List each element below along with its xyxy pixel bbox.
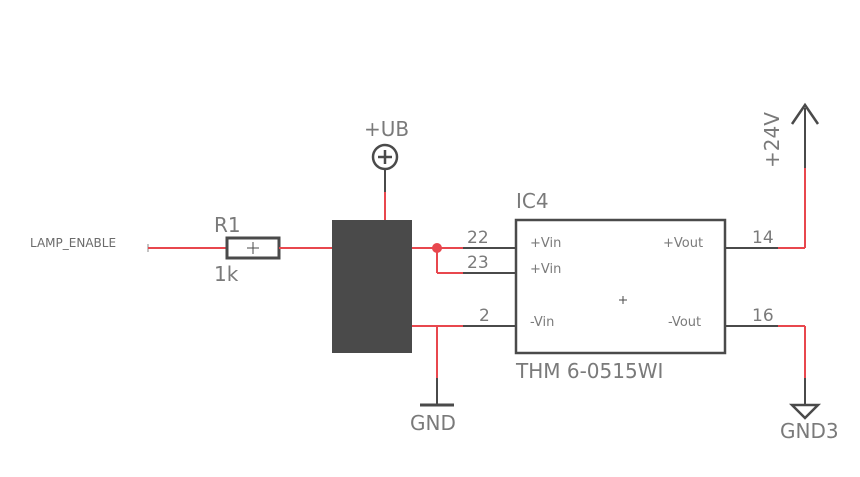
ic-part: THM 6-0515WI — [515, 359, 663, 383]
resistor-r1[interactable] — [225, 236, 281, 260]
ic-center-mark — [619, 296, 627, 304]
driver-block[interactable] — [332, 220, 412, 353]
pin-22-label: +Vin — [530, 236, 561, 251]
supply-24v-label: +24V — [760, 112, 784, 168]
net-label-lamp-enable: LAMP_ENABLE — [30, 236, 116, 250]
junction-dot-icon — [432, 243, 442, 253]
pin-14-label: +Vout — [663, 236, 703, 251]
ic-name: IC4 — [516, 189, 549, 213]
pin-23-number: 23 — [467, 253, 489, 273]
pin-22-number: 22 — [467, 228, 489, 248]
ic-body[interactable] — [514, 218, 727, 355]
ground-gnd3-label: GND3 — [780, 419, 839, 443]
pin-16-label: -Vout — [668, 315, 701, 330]
pin-23-label: +Vin — [530, 262, 561, 277]
supply-ub-label: +UB — [364, 117, 409, 141]
arrow-up-supply-icon — [790, 102, 820, 125]
pin-2-number: 2 — [479, 306, 490, 326]
resistor-value: 1k — [214, 262, 239, 286]
ground3-icon — [788, 403, 822, 420]
resistor-name: R1 — [214, 213, 241, 237]
pin-16-number: 16 — [752, 306, 774, 326]
pin-14-number: 14 — [752, 228, 774, 248]
pin-2-label: -Vin — [530, 315, 554, 330]
plus-circle-icon — [371, 143, 399, 171]
ground-gnd-label: GND — [410, 411, 456, 435]
